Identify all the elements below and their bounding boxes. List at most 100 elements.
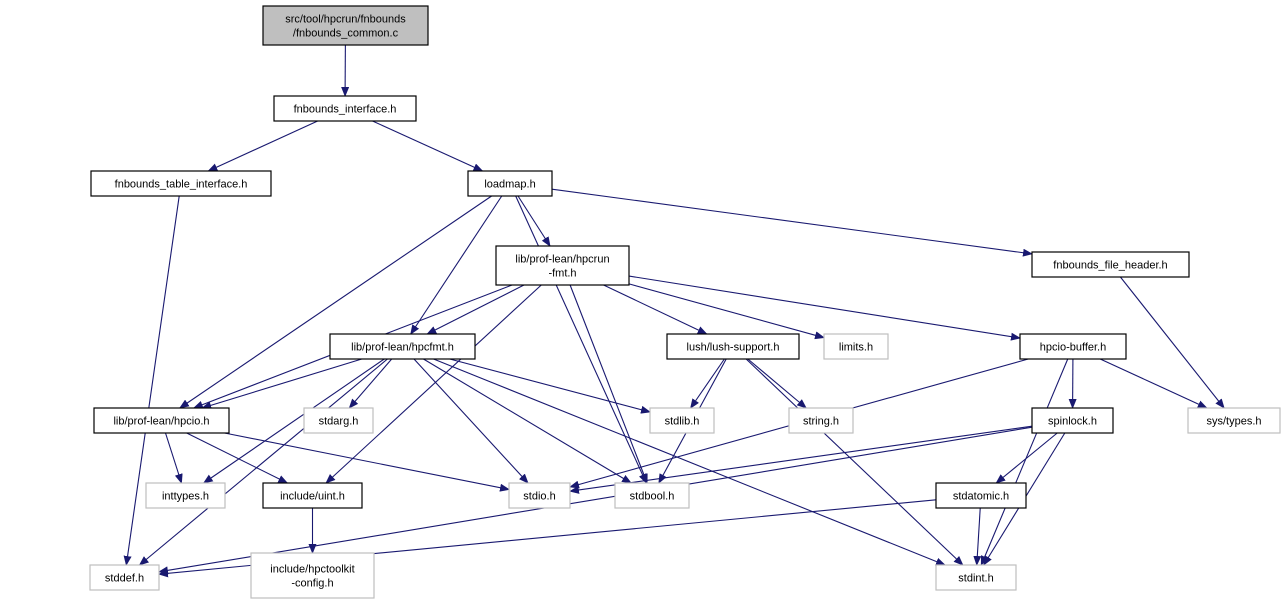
edge-hpciobuf-to-systypes bbox=[1099, 358, 1208, 409]
edge-hpcfmt-to-inttypes bbox=[202, 358, 385, 484]
edge-hpcfmt-to-hpcio bbox=[201, 358, 362, 410]
node-box bbox=[89, 564, 160, 591]
node-box bbox=[90, 170, 272, 197]
node-box bbox=[935, 482, 1027, 509]
edge-loadmap-to-ffh bbox=[551, 188, 1033, 257]
node-label: stdarg.h bbox=[319, 416, 359, 428]
edge-lush-to-stdlib bbox=[690, 358, 725, 409]
edge-loadmap-to-hpcfmt bbox=[410, 195, 503, 335]
edge-loadmap-to-hpcrunfmt bbox=[517, 195, 551, 247]
edge-hpcrunfmt-to-hpcfmt bbox=[426, 284, 525, 335]
edge-lush-to-stdint bbox=[745, 358, 964, 566]
node-ffh[interactable]: fnbounds_file_header.h bbox=[1031, 251, 1190, 278]
node-box bbox=[262, 5, 429, 46]
edge-hpcrunfmt-to-uint bbox=[325, 284, 542, 484]
node-fi[interactable]: fnbounds_interface.h bbox=[273, 95, 417, 122]
edge-fti-to-stddef bbox=[123, 195, 180, 566]
node-hpctk: include/hpctoolkit -config.h bbox=[250, 552, 375, 599]
node-hpciobuf[interactable]: hpcio-buffer.h bbox=[1019, 333, 1127, 360]
node-stdint: stdint.h bbox=[935, 564, 1017, 591]
edge-hpcfmt-to-stdint bbox=[433, 358, 946, 566]
edge-hpcrunfmt-to-hpciobuf bbox=[628, 275, 1021, 341]
edge-lush-to-string bbox=[747, 358, 807, 409]
edge-loadmap-to-hpcio bbox=[179, 195, 492, 409]
node-box bbox=[329, 333, 476, 360]
node-box bbox=[1187, 407, 1281, 434]
edge-hpcfmt-to-stdlib bbox=[449, 358, 651, 414]
node-lush[interactable]: lush/lush-support.h bbox=[666, 333, 800, 360]
node-systypes: sys/types.h bbox=[1187, 407, 1281, 434]
edge-hpcrunfmt-to-lush bbox=[603, 284, 708, 335]
node-label: loadmap.h bbox=[484, 179, 535, 191]
node-label: include/hpctoolkit bbox=[270, 564, 354, 576]
node-label: hpcio-buffer.h bbox=[1040, 342, 1106, 354]
node-spinlock[interactable]: spinlock.h bbox=[1031, 407, 1114, 434]
edge-ffh-to-systypes bbox=[1119, 276, 1225, 409]
node-label: fnbounds_interface.h bbox=[294, 104, 397, 116]
node-box bbox=[303, 407, 374, 434]
node-root[interactable]: src/tool/hpcrun/fnbounds/fnbounds_common… bbox=[262, 5, 429, 46]
node-label: inttypes.h bbox=[162, 491, 209, 503]
node-hpcfmt[interactable]: lib/prof-lean/hpcfmt.h bbox=[329, 333, 476, 360]
node-inttypes: inttypes.h bbox=[145, 482, 226, 509]
node-label: sys/types.h bbox=[1206, 416, 1261, 428]
node-box bbox=[823, 333, 889, 360]
node-box bbox=[467, 170, 553, 197]
edge-hpcfmt-to-stddef bbox=[138, 358, 388, 566]
node-label: src/tool/hpcrun/fnbounds bbox=[285, 14, 406, 26]
node-box bbox=[495, 245, 630, 286]
node-stdlib: stdlib.h bbox=[649, 407, 715, 434]
edge-spinlock-to-stdatomic bbox=[995, 432, 1058, 484]
node-label: lib/prof-lean/hpcfmt.h bbox=[351, 342, 454, 354]
node-label: lib/prof-lean/hpcrun bbox=[515, 254, 609, 266]
edge-hpcio-to-inttypes bbox=[164, 432, 183, 484]
edge-hpcfmt-to-stdarg bbox=[348, 358, 393, 409]
node-box bbox=[1019, 333, 1127, 360]
node-box bbox=[788, 407, 854, 434]
node-label: /fnbounds_common.c bbox=[293, 28, 399, 40]
node-string: string.h bbox=[788, 407, 854, 434]
edge-hpcrunfmt-to-limits bbox=[628, 283, 825, 340]
node-box bbox=[935, 564, 1017, 591]
node-label: stdbool.h bbox=[630, 491, 675, 503]
node-box bbox=[93, 407, 230, 434]
edge-hpcrunfmt-to-stdbool bbox=[569, 284, 648, 484]
node-stdbool: stdbool.h bbox=[614, 482, 690, 509]
node-label: string.h bbox=[803, 416, 839, 428]
node-loadmap[interactable]: loadmap.h bbox=[467, 170, 553, 197]
node-label: limits.h bbox=[839, 342, 873, 354]
edge-stdatomic-to-stdint bbox=[973, 507, 982, 566]
node-box bbox=[614, 482, 690, 509]
node-hpcrunfmt[interactable]: lib/prof-lean/hpcrun -fmt.h bbox=[495, 245, 630, 286]
edge-hpcio-to-stdio bbox=[224, 432, 510, 492]
node-box bbox=[262, 482, 363, 509]
edge-spinlock-to-stddef bbox=[158, 426, 1033, 575]
edge-fi-to-fti bbox=[207, 120, 318, 172]
node-stddef: stddef.h bbox=[89, 564, 160, 591]
node-uint[interactable]: include/uint.h bbox=[262, 482, 363, 509]
node-label: stdatomic.h bbox=[953, 491, 1009, 503]
node-box bbox=[649, 407, 715, 434]
node-label: spinlock.h bbox=[1048, 416, 1097, 428]
edge-hpciobuf-to-stdint bbox=[980, 358, 1069, 566]
edge-hpcio-to-uint bbox=[186, 432, 289, 484]
node-box bbox=[508, 482, 571, 509]
node-label: -fmt.h bbox=[548, 268, 576, 280]
edge-hpcfmt-to-stdio bbox=[413, 358, 529, 484]
node-label: stdlib.h bbox=[665, 416, 700, 428]
edge-spinlock-to-stdio bbox=[569, 425, 1033, 494]
node-label: lush/lush-support.h bbox=[687, 342, 780, 354]
node-label: lib/prof-lean/hpcio.h bbox=[113, 416, 209, 428]
node-box bbox=[145, 482, 226, 509]
node-box bbox=[1031, 251, 1190, 278]
node-label: fnbounds_table_interface.h bbox=[115, 179, 248, 191]
edge-hpcfmt-to-stdbool bbox=[423, 358, 632, 484]
node-fti[interactable]: fnbounds_table_interface.h bbox=[90, 170, 272, 197]
edge-fi-to-loadmap bbox=[372, 120, 484, 172]
node-stdatomic[interactable]: stdatomic.h bbox=[935, 482, 1027, 509]
node-hpcio[interactable]: lib/prof-lean/hpcio.h bbox=[93, 407, 230, 434]
edge-loadmap-to-stdbool bbox=[515, 195, 647, 484]
node-label: -config.h bbox=[291, 578, 333, 590]
node-label: include/uint.h bbox=[280, 491, 345, 503]
